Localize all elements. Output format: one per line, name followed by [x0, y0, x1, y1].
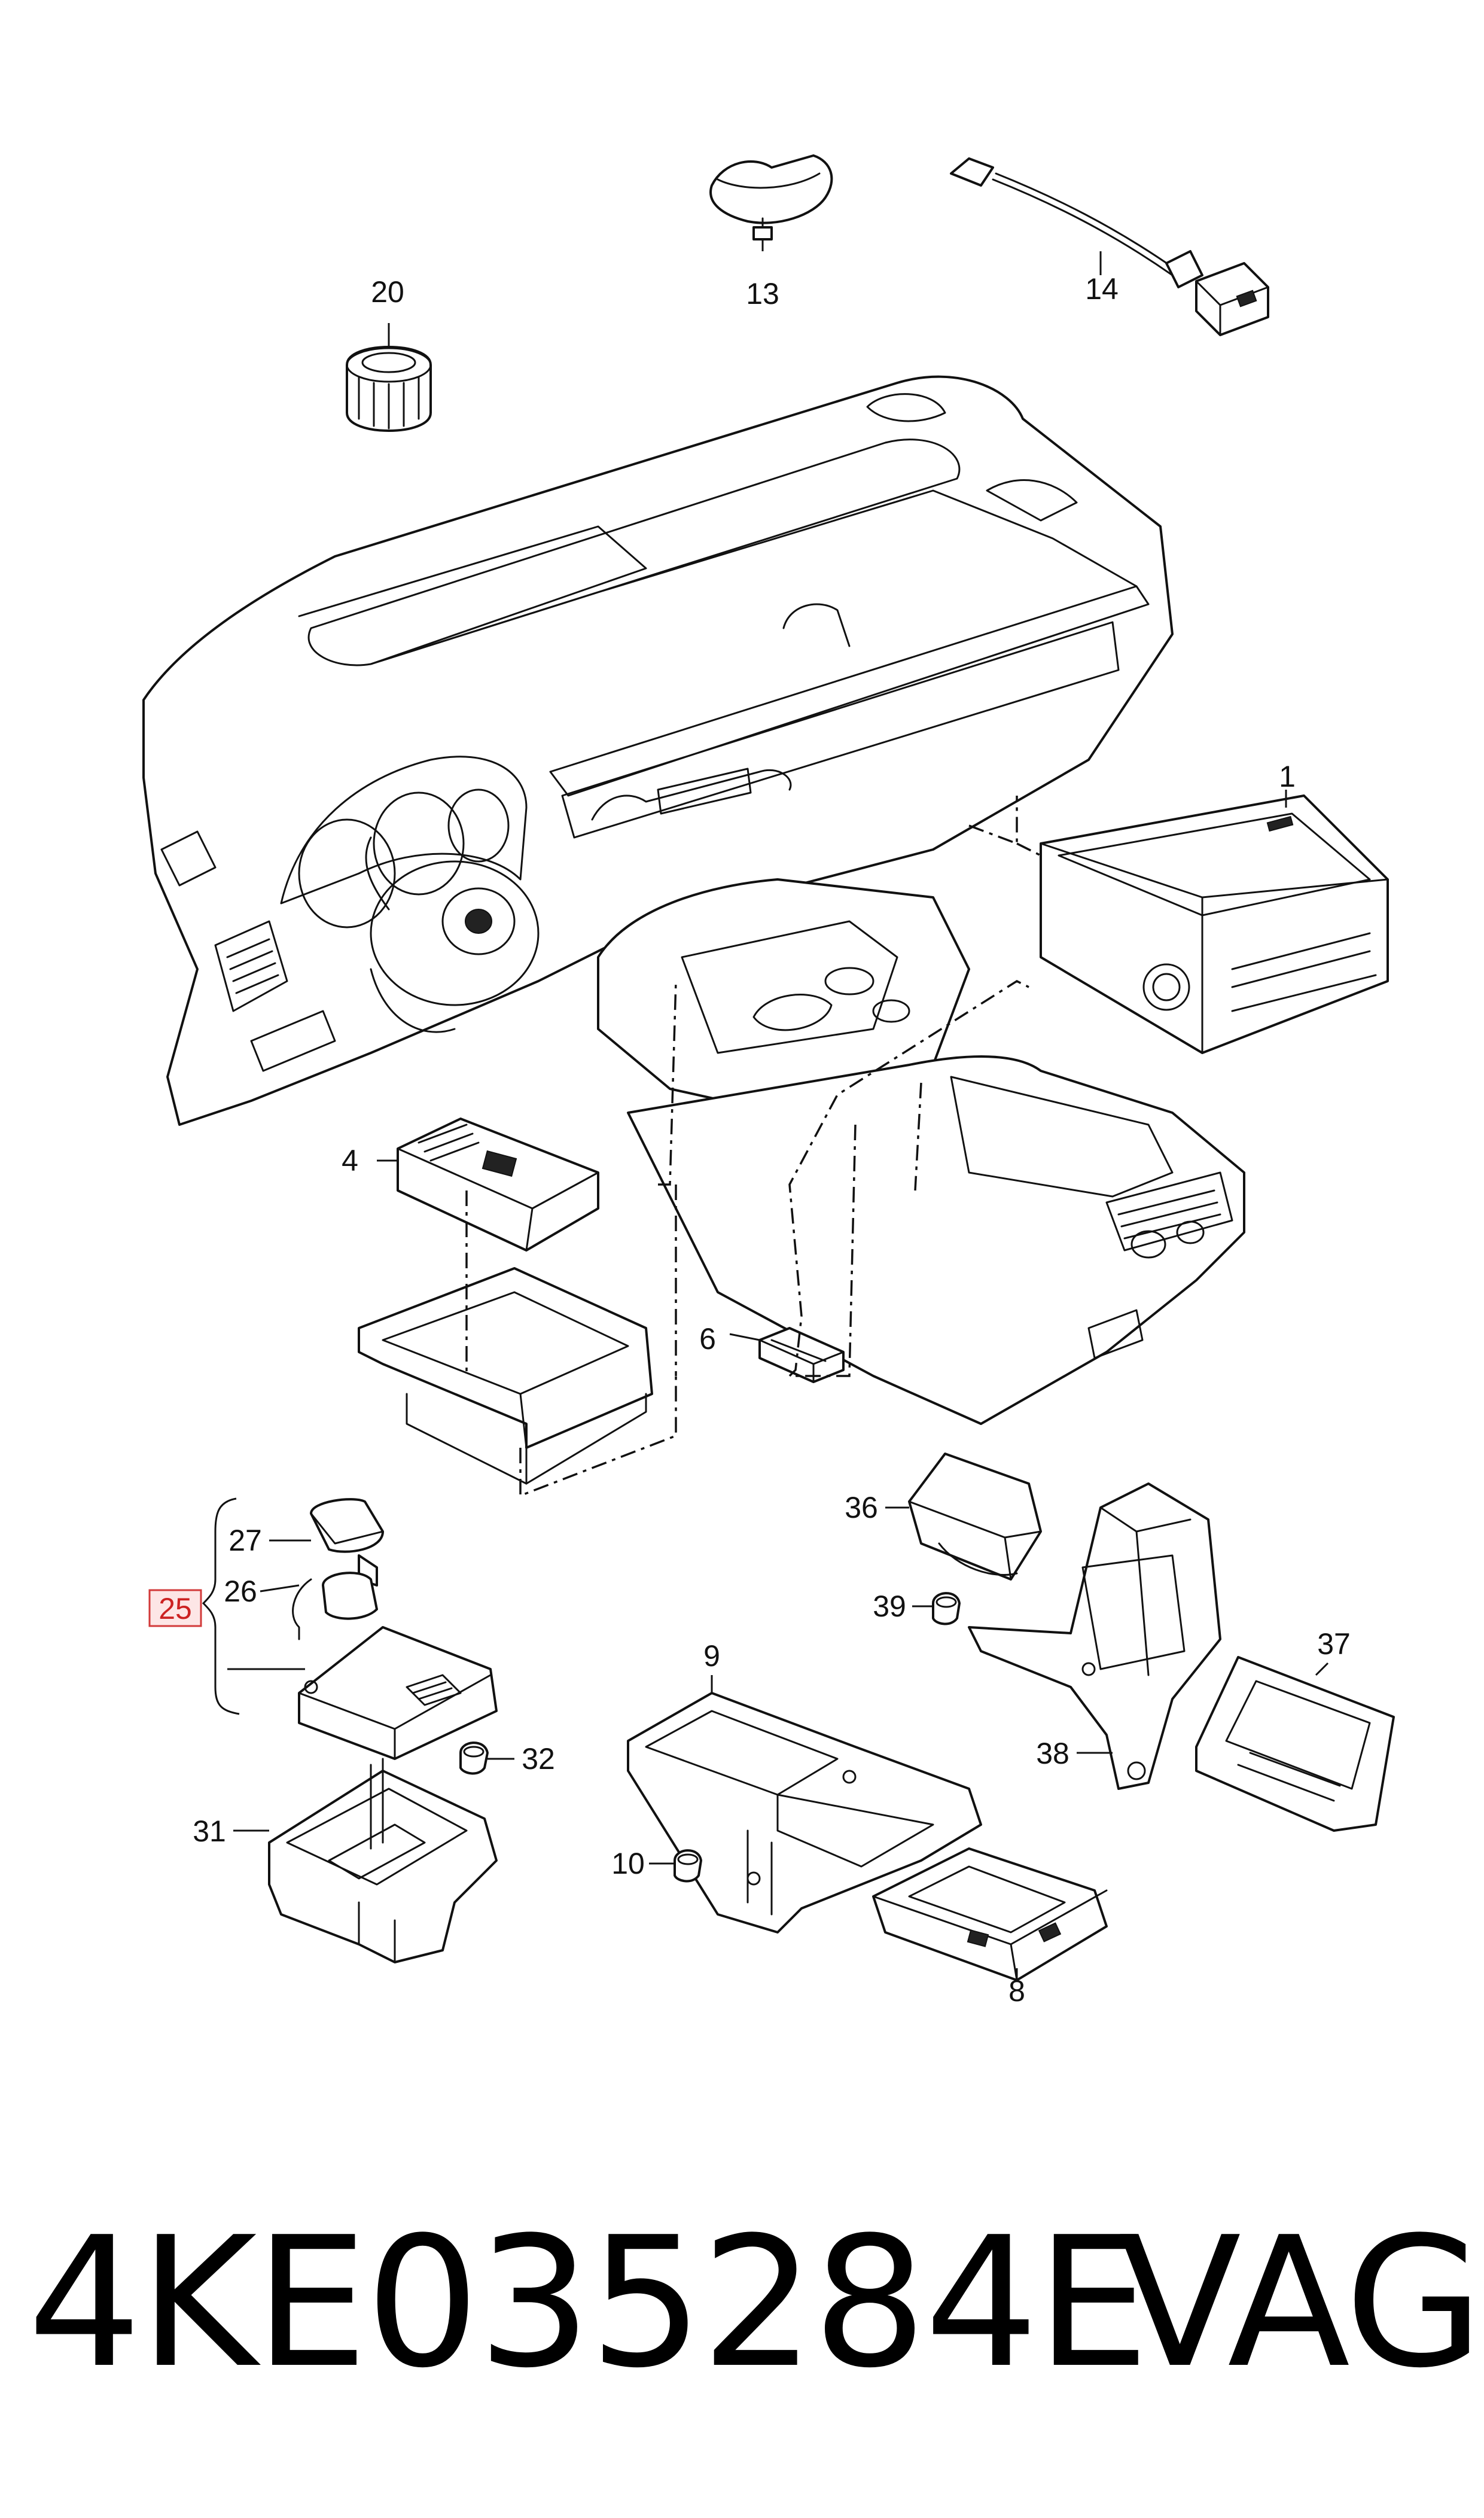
- label-10: 10: [611, 1847, 645, 1880]
- part-1-radio-unit: [1040, 794, 1389, 1054]
- label-8: 8: [1008, 1974, 1025, 2008]
- part-37-display-module: [1195, 1656, 1395, 1832]
- brand-text: VAG: [1119, 2199, 1483, 2407]
- connection-lines: [465, 796, 1041, 1497]
- part-25-control-unit-group: [292, 1498, 498, 1760]
- label-13: 13: [746, 277, 779, 310]
- part-14-cable: [950, 157, 1269, 336]
- part-39-nut: [932, 1592, 961, 1625]
- label-36: 36: [845, 1491, 878, 1524]
- label-20: 20: [371, 275, 404, 309]
- label-6: 6: [699, 1322, 716, 1356]
- part-4-control-module: [397, 1118, 599, 1252]
- part-20-round-housing: [346, 346, 432, 432]
- dashboard-drawing: [142, 375, 1245, 1425]
- label-39: 39: [873, 1590, 906, 1623]
- label-26: 26: [224, 1575, 257, 1608]
- label-9: 9: [703, 1639, 720, 1673]
- label-37: 37: [1317, 1627, 1351, 1661]
- part-8-gateway-module: [872, 1847, 1108, 1981]
- label-31: 31: [193, 1814, 226, 1848]
- label-1: 1: [1279, 760, 1296, 793]
- tray-housing: [358, 1267, 653, 1485]
- label-25-highlighted: 25: [159, 1592, 192, 1625]
- part-6-connector: [758, 1327, 845, 1383]
- highlight-box-25: [148, 1589, 202, 1627]
- label-27: 27: [228, 1524, 262, 1557]
- part-10-nut: [674, 1849, 702, 1883]
- part-36-sensor-module: [908, 1453, 1042, 1581]
- part-38-support-bracket: [968, 1482, 1221, 1790]
- part-number-text: 4KE035284E: [28, 2199, 1150, 2407]
- part-31-mounting-bracket: [268, 1758, 498, 1963]
- label-14: 14: [1085, 272, 1119, 306]
- part-32-nut: [459, 1741, 489, 1775]
- label-4: 4: [342, 1144, 358, 1177]
- callout-labels: 1 4 6 8 9 10 13 14 20 25 26 27 31 32 36 …: [148, 272, 1351, 2008]
- label-38: 38: [1036, 1737, 1069, 1770]
- label-32: 32: [522, 1742, 555, 1776]
- leader-lines: [202, 245, 1329, 1980]
- part-13-roof-antenna: [709, 154, 833, 246]
